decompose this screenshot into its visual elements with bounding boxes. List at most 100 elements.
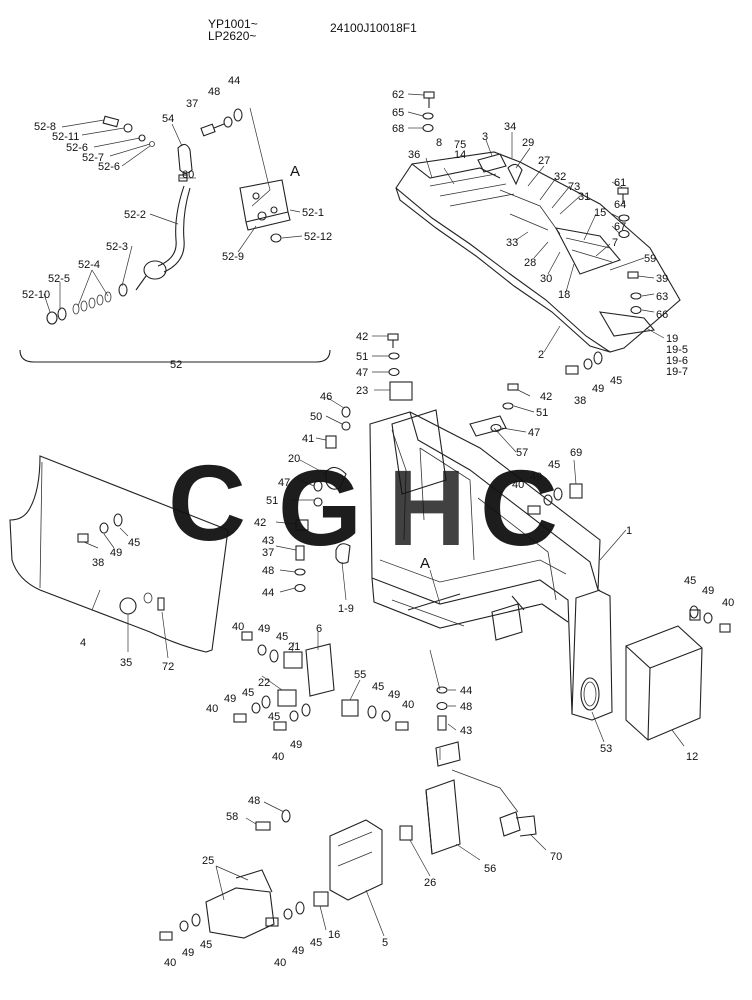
model-line-1: YP1001~	[208, 17, 258, 31]
callout: 35	[120, 657, 132, 669]
callout: 49	[224, 693, 236, 705]
callout: 44	[228, 75, 240, 87]
callout: 14	[454, 149, 466, 161]
callout: 25	[202, 855, 214, 867]
callout: 52-4	[78, 259, 100, 271]
drawing-code: 24100J10018F1	[330, 21, 417, 35]
callout: 37	[262, 547, 274, 559]
callout: 52-2	[124, 209, 146, 221]
callout: 8	[436, 137, 442, 149]
callout: 49	[110, 547, 122, 559]
callout: 46	[320, 391, 332, 403]
callout: 18	[558, 289, 570, 301]
callout: 73	[568, 181, 580, 193]
callout: 45	[610, 375, 622, 387]
callout: 52	[170, 359, 182, 371]
callout: 53	[600, 743, 612, 755]
callout: 30	[540, 273, 552, 285]
callout: 51	[266, 495, 278, 507]
callout: A	[290, 163, 300, 180]
callout: 51	[536, 407, 548, 419]
callout: 48	[248, 795, 260, 807]
callout: 49	[258, 623, 270, 635]
callout: 49	[388, 689, 400, 701]
callout: 1	[626, 525, 632, 537]
callout: 31	[578, 191, 590, 203]
callout: 42	[540, 391, 552, 403]
callout: 49	[702, 585, 714, 597]
callout: 52-3	[106, 241, 128, 253]
callout: 48	[460, 701, 472, 713]
callout: 26	[424, 877, 436, 889]
electrical-bracket-assembly	[233, 605, 731, 760]
callout: 19-7	[666, 366, 688, 378]
callout: 52-12	[304, 231, 332, 243]
callout: 56	[484, 863, 496, 875]
callout: 40	[164, 957, 176, 969]
callout: 47	[278, 477, 290, 489]
callout: 54	[162, 113, 174, 125]
callout: 40	[722, 597, 734, 609]
callout: 40	[232, 621, 244, 633]
callout: 48	[262, 565, 274, 577]
watermark-letter-1: C	[168, 442, 246, 563]
callout: 63	[656, 291, 668, 303]
callout: 60	[182, 169, 194, 181]
callout: 42	[254, 517, 266, 529]
callout: 42	[356, 331, 368, 343]
callout-labels: 52-8 52-11 52-6 52-7 52-6 54 37 48 44 A …	[22, 75, 734, 969]
callout: 50	[310, 411, 322, 423]
callout: 19-5	[666, 344, 688, 356]
callout: 36	[408, 149, 420, 161]
side-panel-assembly	[9, 455, 229, 659]
callout: 40	[274, 957, 286, 969]
callout: 45	[548, 459, 560, 471]
callout: 22	[258, 677, 270, 689]
callout: 40	[402, 699, 414, 711]
callout: 47	[356, 367, 368, 379]
callout: 67	[614, 221, 626, 233]
callout: 51	[356, 351, 368, 363]
callout: 52-5	[48, 273, 70, 285]
side-console-assembly	[395, 91, 681, 375]
callout: 52-9	[222, 251, 244, 263]
callout: 1-9	[338, 603, 354, 615]
callout: 12	[686, 751, 698, 763]
callout: 7	[612, 237, 618, 249]
callout: 45	[276, 631, 288, 643]
callout: 65	[392, 107, 404, 119]
main-frame-assembly	[275, 333, 627, 743]
callout: 52-8	[34, 121, 56, 133]
callout: 19-6	[666, 355, 688, 367]
callout: 6	[316, 623, 322, 635]
callout: 23	[356, 385, 368, 397]
callout: 45	[372, 681, 384, 693]
callout: 52-10	[22, 289, 50, 301]
callout: 28	[524, 257, 536, 269]
callout: 4	[80, 637, 86, 649]
callout: 52-11	[52, 131, 79, 143]
callout: 49	[592, 383, 604, 395]
callout: 38	[92, 557, 104, 569]
watermark-letter-4: C	[480, 447, 558, 568]
callout: 70	[550, 851, 562, 863]
callout: 43	[460, 725, 472, 737]
callout: 66	[656, 309, 668, 321]
callout: 44	[262, 587, 274, 599]
callout: 47	[528, 427, 540, 439]
callout: 45	[242, 687, 254, 699]
watermark-letter-2: G	[278, 447, 362, 568]
watermark-letter-3: H	[388, 447, 466, 568]
model-line-2: LP2620~	[208, 29, 257, 43]
callout: 34	[504, 121, 516, 133]
callout: 72	[162, 661, 174, 673]
callout: 49	[292, 945, 304, 957]
callout: 52-6	[98, 161, 120, 173]
callout: 48	[208, 86, 220, 98]
callout: 52-6	[66, 142, 88, 154]
callout: 45	[310, 937, 322, 949]
callout: 57	[516, 447, 528, 459]
callout: 45	[684, 575, 696, 587]
callout: 2	[538, 349, 544, 361]
